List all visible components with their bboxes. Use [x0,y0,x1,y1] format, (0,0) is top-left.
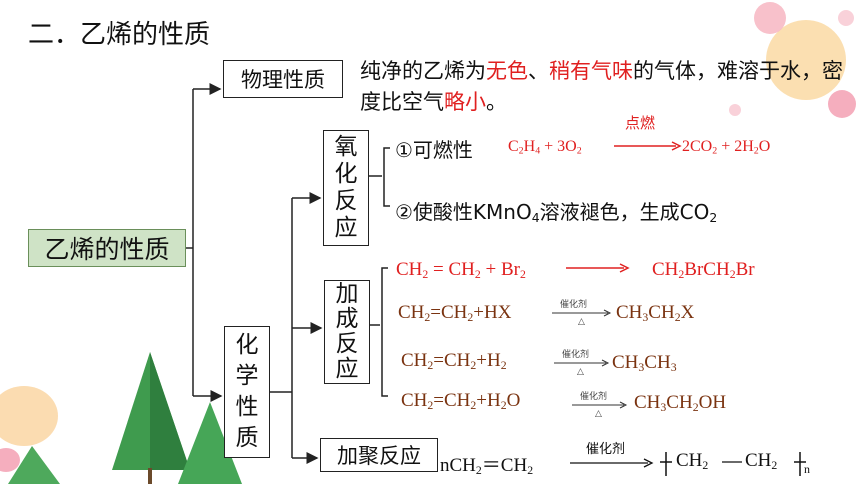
kmno4-subscript: 4 [531,210,540,226]
oxid-char: 应 [334,215,358,241]
polymerization-arrow [570,458,654,468]
decor-tree [8,446,60,484]
water-arrow [572,401,628,409]
decor-petal [0,448,20,472]
decor-petal [838,10,854,26]
oxid-char: 化 [334,161,358,187]
polymerization-left: nCH2＝CH2 [440,455,534,477]
desc-part: 纯净的乙烯为 [360,59,486,83]
oxidation-reaction-node: 氧 化 反 应 [323,130,369,246]
desc-part: 。 [486,90,507,114]
page-title: 二．乙烯的性质 [28,20,211,50]
physical-description: 纯净的乙烯为无色、稍有气味的气体，难溶于水，密度比空气略小。 [360,56,850,118]
decor-petal [729,104,741,116]
root-node: 乙烯的性质 [28,229,186,267]
add-char: 加 [335,281,359,307]
chem-char: 化 [235,332,259,358]
combustibility-item: ①可燃性 [395,134,473,163]
poly-label: 加聚反应 [337,444,421,468]
add-char: 反 [335,331,359,357]
oxid-char: 氧 [334,134,358,160]
polymer-unit-left: CH2 [676,450,709,472]
h2-addition-right: CH3CH3 [612,352,677,374]
polymer-n: n [804,462,810,476]
water-catalyst: 催化剂 [580,392,608,402]
polymer-brackets [660,452,806,476]
decor-petal [754,2,786,34]
add-char: 成 [335,306,359,332]
h2-addition-left: CH2=CH2+H2 [401,350,507,372]
decor-sun-circle [766,20,846,100]
h2-arrow [554,359,610,367]
desc-slightly-less: 略小 [444,90,486,114]
bromine-addition-right: CH2BrCH2Br [652,259,755,281]
chem-char: 性 [235,394,259,420]
hx-arrow [552,309,612,317]
addition-brace [381,267,388,397]
addition-reaction-node: 加 成 反 应 [324,280,370,384]
physical-label: 物理性质 [241,68,325,92]
decor-petal [828,90,856,118]
decor-tree-trunk [148,468,152,484]
desc-part: 的气体，难溶于水，密度比空气 [360,59,843,114]
combustion-equation-right: 2CO2 + 2H2O [682,138,771,157]
water-heat: △ [595,409,602,419]
kmno4-item: ②使酸性KMnO4溶液褪色，生成CO2 [395,196,717,225]
physical-properties-node: 物理性质 [223,60,343,98]
h2-catalyst: 催化剂 [562,350,590,360]
decor-tree [178,402,242,484]
kmno4-rest: 溶液褪色，生成CO [539,200,710,224]
desc-colorless: 无色 [486,59,528,83]
desc-slight-odor: 稍有气味 [549,59,633,83]
hx-addition-left: CH2=CH2+HX [398,302,512,324]
water-addition-left: CH2=CH2+H2O [401,390,521,412]
h2-heat: △ [577,367,584,377]
decor-blob [0,386,58,446]
root-label: 乙烯的性质 [44,235,170,264]
oxidation-brace [383,147,390,207]
combustibility-label: ①可燃性 [395,138,473,162]
combustion-arrow [614,141,682,151]
chem-char: 学 [235,363,259,389]
hx-heat: △ [578,317,585,327]
polymerization-reaction-node: 加聚反应 [320,438,438,472]
chemical-properties-node: 化 学 性 质 [224,326,270,458]
decor-tree [150,352,190,470]
combustion-equation-left: C2H4 + 3O2 [508,138,582,157]
polymerization-catalyst: 催化剂 [586,442,626,457]
add-char: 应 [335,356,359,382]
desc-part: 、 [528,59,549,83]
hx-addition-right: CH3CH2X [616,302,695,324]
bromine-arrow [566,263,630,273]
hx-catalyst: 催化剂 [560,300,588,310]
oxid-char: 反 [334,188,358,214]
kmno4-text: ②使酸性KMnO [395,200,532,224]
bromine-addition-left: CH2 = CH2 + Br2 [396,259,526,281]
water-addition-right: CH3CH2OH [634,392,727,414]
co2-subscript: 2 [709,210,718,226]
chem-char: 质 [235,425,259,451]
combustion-condition: 点燃 [625,114,656,132]
polymer-unit-right: CH2 [745,450,778,472]
